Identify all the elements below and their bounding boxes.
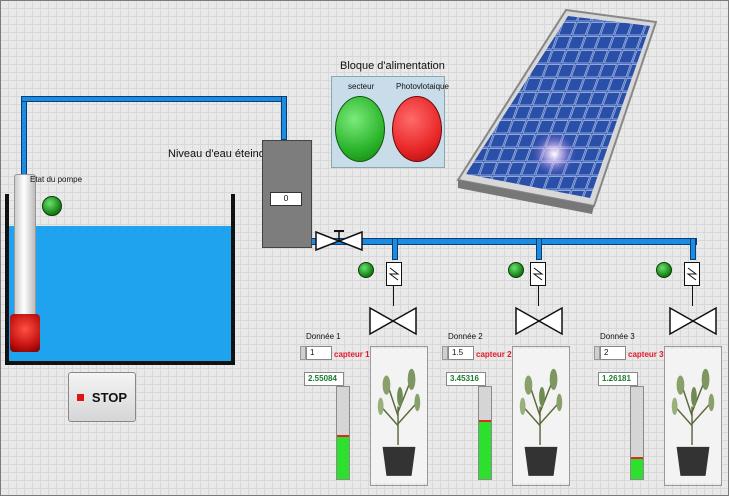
zone-1-gauge-fill bbox=[337, 434, 349, 479]
zone-1-led bbox=[358, 262, 374, 278]
zone-1-reading: 2.55084 bbox=[304, 372, 344, 386]
stop-label: STOP bbox=[91, 389, 128, 405]
zone-3-sensor-label: capteur 3 bbox=[628, 350, 664, 359]
pv-label: Photovlotaique bbox=[396, 82, 449, 91]
tank-wall-bottom bbox=[5, 361, 235, 365]
tank-wall-left bbox=[5, 194, 9, 364]
zone-1-valve[interactable] bbox=[368, 306, 418, 336]
sensor-glyph-2 bbox=[532, 267, 544, 281]
sensor-glyph-3 bbox=[686, 267, 698, 281]
zone-3-led bbox=[656, 262, 672, 278]
zone-3-valve[interactable] bbox=[668, 306, 718, 336]
zone-3-spinner[interactable] bbox=[594, 346, 600, 360]
zone-2-valve[interactable] bbox=[514, 306, 564, 336]
zone-3-data-label: Donnée 3 bbox=[600, 332, 635, 341]
pipe-branch-1 bbox=[392, 238, 398, 260]
zone-1-plant-image bbox=[370, 346, 428, 486]
zone-3-gauge bbox=[630, 386, 644, 480]
pump-state-led bbox=[42, 196, 62, 216]
zone-3-reading: 1.26181 bbox=[598, 372, 638, 386]
zone-3-control-input[interactable]: 2 bbox=[600, 346, 626, 360]
zone-2-plant-image bbox=[512, 346, 570, 486]
zone-2-control-input[interactable]: 1.5 bbox=[448, 346, 474, 360]
zone-1-stem bbox=[393, 286, 394, 306]
sector-label: secteur bbox=[348, 82, 375, 91]
water-level-display: 0 bbox=[270, 192, 302, 206]
zone-2-led bbox=[508, 262, 524, 278]
zone-3-plant-image bbox=[664, 346, 722, 486]
stop-indicator bbox=[76, 393, 84, 401]
zone-3-stem bbox=[692, 286, 693, 306]
pv-led bbox=[392, 96, 442, 162]
zone-2-data-label: Donnée 2 bbox=[448, 332, 483, 341]
pipe-tank-up bbox=[21, 96, 27, 176]
sensor-glyph-1 bbox=[388, 267, 400, 281]
pump-base bbox=[10, 314, 40, 352]
pipe-top-horizontal bbox=[21, 96, 287, 102]
solar-panel-image bbox=[456, 8, 658, 214]
zone-1-gauge bbox=[336, 386, 350, 480]
sector-led bbox=[335, 96, 385, 162]
water-level-label: Niveau d'eau éteindre bbox=[168, 148, 275, 160]
zone-1-sensor-label: capteur 1 bbox=[334, 350, 370, 359]
tank-wall-right bbox=[231, 194, 235, 364]
zone-2-reading: 3.45316 bbox=[446, 372, 486, 386]
main-valve[interactable] bbox=[314, 230, 364, 252]
stop-button[interactable]: STOP bbox=[68, 372, 136, 422]
pipe-branch-2 bbox=[536, 238, 542, 260]
zone-3-gauge-fill bbox=[631, 456, 643, 479]
pump-state-label: Etat du pompe bbox=[30, 175, 83, 184]
zone-2-spinner[interactable] bbox=[442, 346, 448, 360]
zone-2-stem bbox=[538, 286, 539, 306]
zone-2-gauge bbox=[478, 386, 492, 480]
zone-2-gauge-fill bbox=[479, 420, 491, 479]
zone-1-spinner[interactable] bbox=[300, 346, 306, 360]
pipe-branch-3 bbox=[690, 238, 696, 260]
pipe-to-meter bbox=[281, 96, 287, 140]
pump bbox=[10, 174, 40, 354]
pump-body bbox=[14, 174, 36, 324]
zone-2-sensor-label: capteur 2 bbox=[476, 350, 512, 359]
tank-water bbox=[9, 226, 232, 362]
power-block-title: Bloque d'alimentation bbox=[340, 60, 445, 72]
zone-1-data-label: Donnée 1 bbox=[306, 332, 341, 341]
zone-1-control-input[interactable]: 1 bbox=[306, 346, 332, 360]
